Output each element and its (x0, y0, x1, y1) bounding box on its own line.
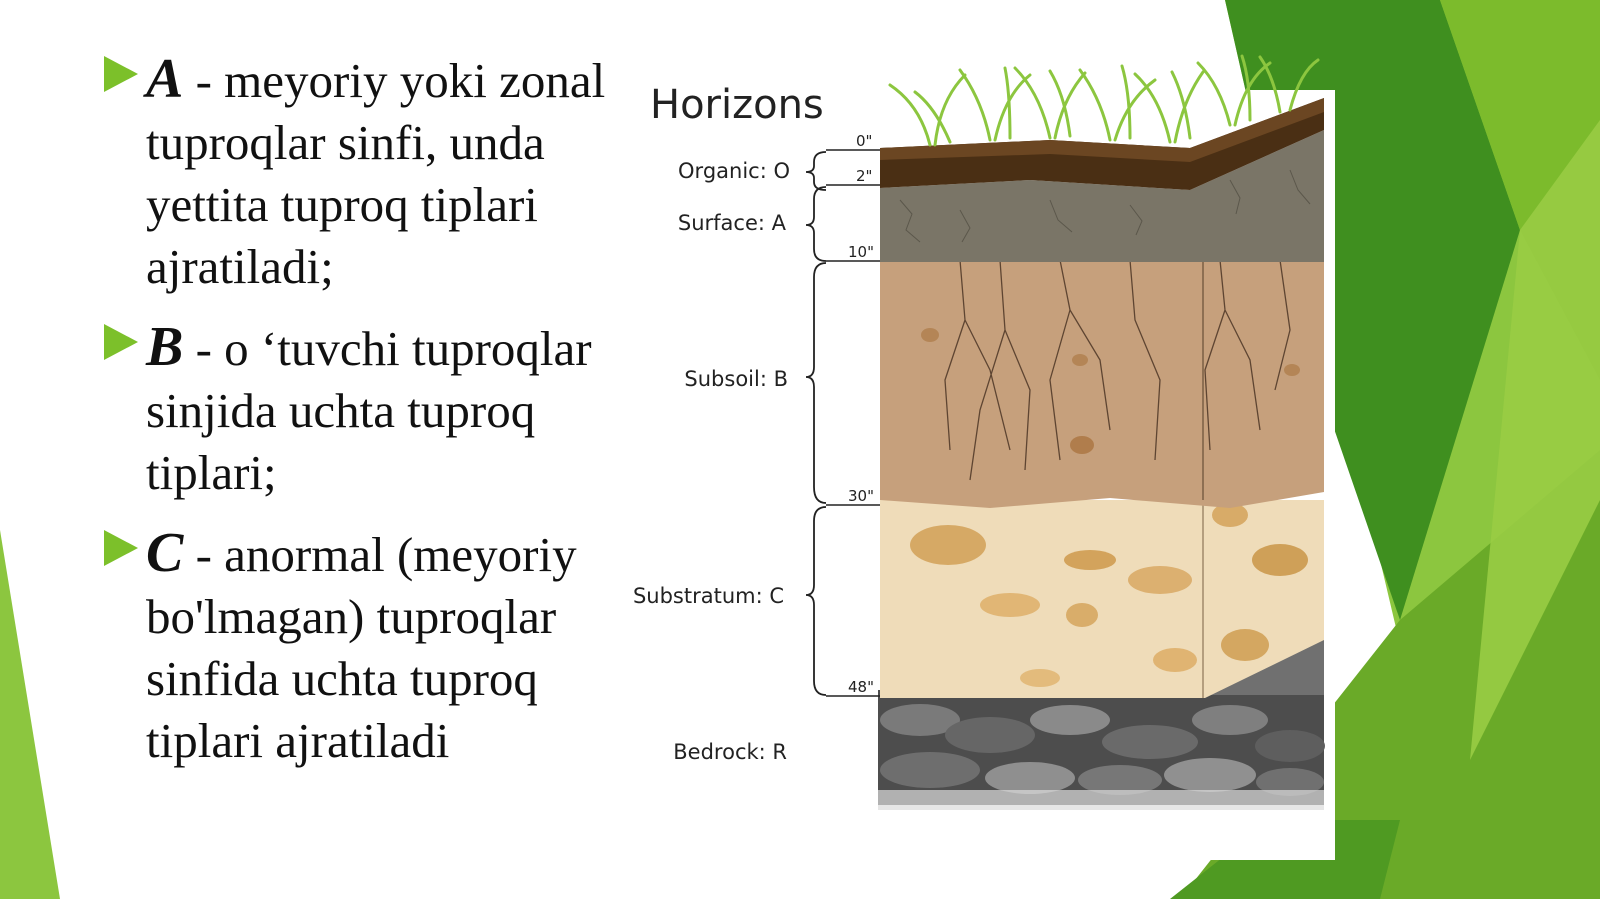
depth-label: 10" (848, 243, 874, 261)
depth-label: 2" (856, 167, 872, 185)
bullet-item: A - meyoriy yoki zonal tuproqlar sinfi, … (104, 48, 644, 298)
horizon-label-substratum: Substratum: C (633, 584, 784, 608)
bullet-letter: B (146, 316, 184, 378)
bullet-body: - meyoriy yoki zonal tuproqlar sinfi, un… (146, 53, 606, 294)
soil-horizons-diagram: Horizons 0" 2" 10" 30" 48" Organic: O Su… (633, 54, 1335, 860)
bedrock-layer (878, 630, 1325, 810)
triangle-bullet-icon (104, 530, 138, 566)
depth-label: 0" (856, 132, 872, 150)
horizon-label-surface: Surface: A (678, 211, 787, 235)
diagram-title: Horizons (650, 82, 824, 128)
bullet-letter: A (146, 48, 184, 110)
bullet-text: A - meyoriy yoki zonal tuproqlar sinfi, … (146, 48, 644, 298)
bullet-text: B - o ‘tuvchi tuproqlar sinjida uchta tu… (146, 316, 644, 504)
depth-scale: 0" 2" 10" 30" 48" (826, 132, 880, 697)
surface-layer (880, 130, 1324, 262)
bullet-body: - anormal (meyoriy bo'lmagan) tuproqlar … (146, 527, 577, 768)
bullet-list: A - meyoriy yoki zonal tuproqlar sinfi, … (104, 48, 644, 790)
bullet-text: C - anormal (meyoriy bo'lmagan) tuproqla… (146, 522, 644, 772)
triangle-bullet-icon (104, 324, 138, 360)
bullet-body: - o ‘tuvchi tuproqlar sinjida uchta tupr… (146, 321, 592, 500)
horizon-label-organic: Organic: O (678, 159, 790, 183)
bullet-letter: C (146, 522, 184, 584)
horizon-labels: Organic: O Surface: A Subsoil: B Substra… (633, 159, 790, 764)
horizon-label-bedrock: Bedrock: R (673, 740, 787, 764)
organic-layer (880, 98, 1324, 190)
horizon-braces (805, 151, 827, 696)
triangle-bullet-icon (104, 56, 138, 92)
horizon-label-subsoil: Subsoil: B (684, 367, 788, 391)
bullet-item: C - anormal (meyoriy bo'lmagan) tuproqla… (104, 522, 644, 772)
bullet-item: B - o ‘tuvchi tuproqlar sinjida uchta tu… (104, 316, 644, 504)
substratum-layer (880, 500, 1324, 698)
grass-icon (888, 54, 1320, 147)
depth-label: 30" (848, 487, 874, 505)
depth-label: 48" (848, 678, 874, 696)
subsoil-layer (880, 258, 1324, 508)
